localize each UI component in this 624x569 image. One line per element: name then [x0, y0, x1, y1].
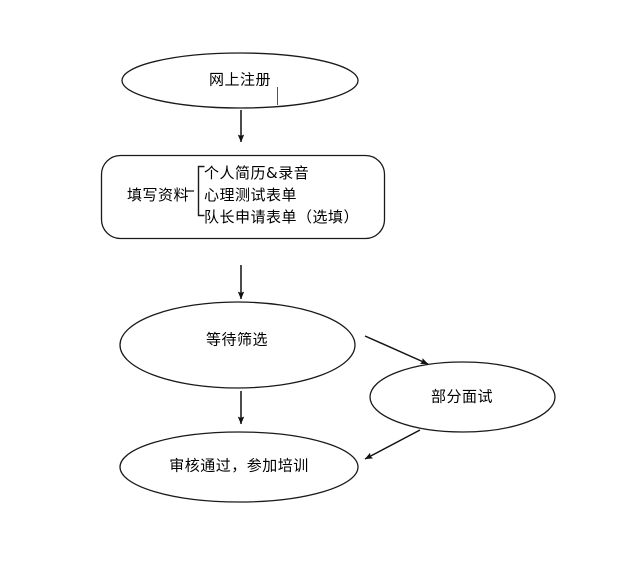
edge-waiting-to-interview	[364, 335, 429, 365]
node-fill-materials-lead-label: 填写资料	[127, 186, 190, 204]
edge-interview-to-approved	[364, 429, 421, 460]
list-item: 队长申请表单（选填）	[204, 208, 360, 226]
node-partial-interview-label: 部分面试	[430, 387, 494, 406]
node-register-shape[interactable]	[121, 52, 359, 109]
node-approved-training-shape[interactable]	[119, 431, 359, 503]
node-approved-training-label: 审核通过，参加培训	[169, 456, 309, 475]
node-fill-materials-item-list: 个人简历&录音 心理测试表单 队长申请表单（选填）	[204, 162, 359, 228]
node-waiting-screening-shape[interactable]	[119, 301, 356, 389]
group-bracket	[197, 165, 205, 217]
node-fill-materials-shape[interactable]	[100, 154, 386, 240]
list-item: 心理测试表单	[204, 186, 298, 204]
node-waiting-screening-label: 等待筛选	[205, 330, 269, 349]
node-register-label: 网上注册	[208, 70, 272, 89]
list-item: 个人简历&录音	[204, 164, 310, 182]
node-partial-interview-shape[interactable]	[369, 361, 556, 433]
